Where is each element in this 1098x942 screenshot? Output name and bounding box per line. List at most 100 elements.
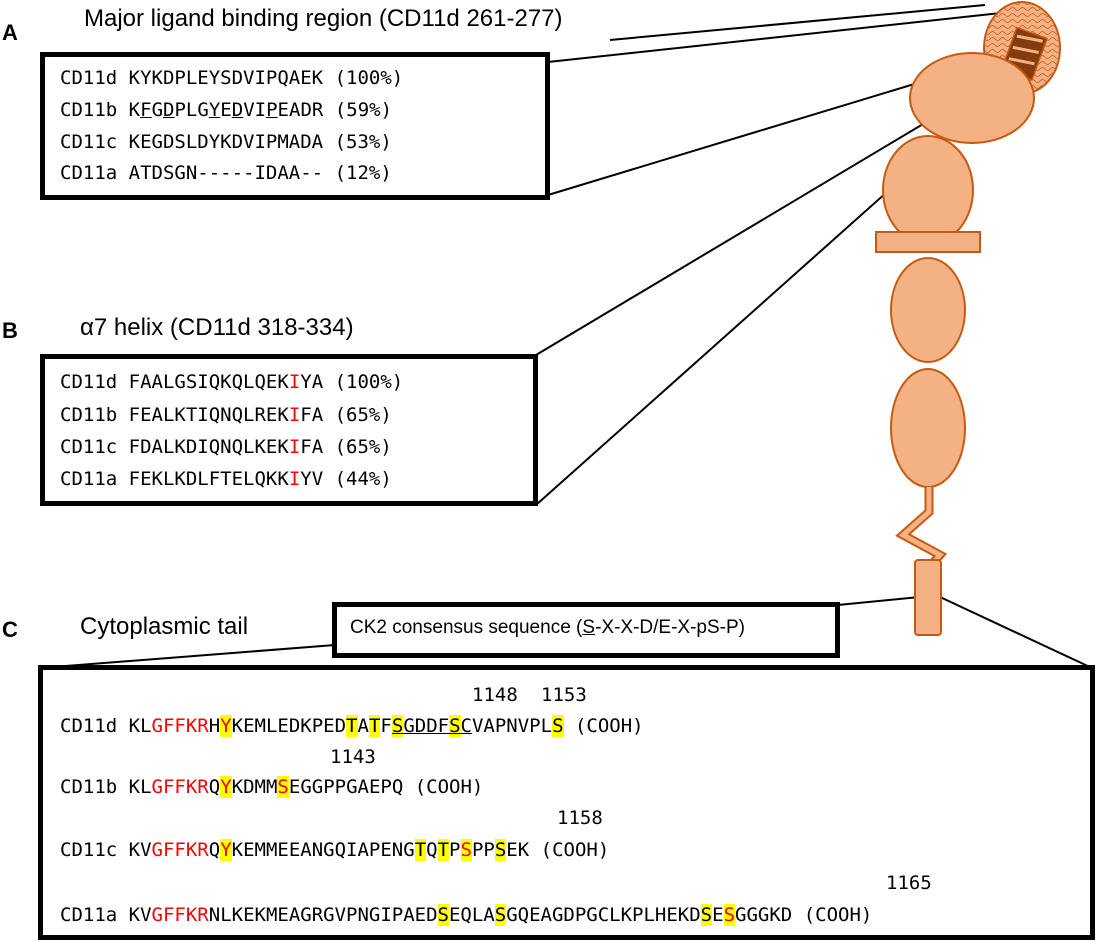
sequence: ATDSGN-----IDAA-- (128, 162, 324, 184)
protein-name: CD11a (60, 904, 118, 926)
sequence: KFGDPLGYEDVIPEADR (129, 99, 324, 121)
position-number-1143: 1143 (330, 746, 376, 768)
panel-b-heading: α7 helix (CD11d 318-334) (80, 314, 354, 341)
residue: D (231, 99, 244, 121)
position-number-1153: 1153 (541, 684, 587, 706)
identity-percent: (65%) (334, 436, 392, 458)
residue: E (277, 99, 289, 121)
protein-name: CD11b (60, 776, 118, 798)
identity-percent: (100%) (334, 67, 404, 89)
protein-name: CD11d (60, 715, 118, 737)
calf-1-domain (890, 257, 966, 363)
sequence-segment: S (437, 904, 449, 926)
identity-percent: (65%) (334, 404, 392, 426)
residue: Y (208, 99, 221, 121)
sequence-pre: FEALKTIQNQLREK (128, 404, 289, 426)
sequence-segment: KV (128, 839, 152, 861)
ck2-consensus-label: CK2 consensus sequence (S-X-X-D/E-X-pS-P… (350, 617, 745, 638)
identity-percent: (53%) (334, 131, 392, 153)
sequence-pre: FAALGSIQKQLQEK (128, 371, 289, 393)
ck2-consensus-box (332, 602, 840, 658)
panel-b-row-cd11b: CD11b FEALKTIQNQLREKIFA (65%) (60, 403, 392, 427)
genu (875, 231, 981, 253)
sequence-segment: VAPNVPL (471, 715, 553, 737)
integrin-cartoon (875, 1, 1061, 636)
panel-c-row-cd11a: CD11a KVGFFKRNLKEKMEAGRGVPNGIPAEDSEQLASG… (60, 903, 872, 927)
sequence-segment: KEMLEDKPED (231, 715, 347, 737)
cooh-terminus: (COOH) (540, 839, 610, 861)
protein-name: CD11c (60, 436, 118, 458)
connector-line-c-right (939, 596, 1093, 669)
conserved-isoleucine: I (288, 371, 301, 393)
sequence-segment: PP (471, 839, 495, 861)
panel-b-row-cd11c: CD11c FDALKDIQNQLKEKIFA (65%) (60, 435, 392, 459)
sequence-segment: KV (128, 904, 152, 926)
cooh-terminus: (COOH) (574, 715, 644, 737)
panel-c-row-cd11d: CD11d KLGFFKRHYKEMLEDKPEDTATFSGDDFSCVAPN… (60, 714, 644, 738)
sequence-segment: T (437, 839, 450, 861)
panel-a-row-cd11b: CD11b KFGDPLGYEDVIPEADR (59%) (60, 98, 392, 122)
position-number-1165: 1165 (886, 872, 932, 894)
sequence-segment: GFFKR (151, 776, 209, 798)
sequence-segment: S (277, 776, 289, 798)
sequence-segment: S (552, 715, 564, 737)
sequence-segment: Y (220, 776, 232, 798)
protein-name: CD11c (60, 839, 118, 861)
panel-c-row-cd11b: CD11b KLGFFKRQYKDMMSEGGPPGAEPQ (COOH) (60, 775, 483, 799)
panel-c-box (38, 665, 1095, 940)
sequence-segment: EK (506, 839, 530, 861)
cooh-terminus: (COOH) (803, 904, 873, 926)
conserved-isoleucine: I (288, 468, 301, 490)
panel-a-row-cd11a: CD11a ATDSGN-----IDAA-- (12%) (60, 161, 392, 185)
protein-name: CD11d (60, 67, 118, 89)
panel-b-row-cd11d: CD11d FAALGSIQKQLQEKIYA (100%) (60, 370, 403, 394)
sequence-segment: GFFKR (151, 904, 209, 926)
sequence-segment: T (368, 715, 381, 737)
sequence-segment: T (346, 715, 358, 737)
residue: D (163, 99, 175, 121)
sequence-segment: S (449, 715, 461, 737)
residue: A (289, 99, 301, 121)
sequence: KEGDSLDYKDVIPMADA (128, 131, 324, 153)
conserved-isoleucine: I (288, 436, 301, 458)
protein-name: CD11c (60, 131, 118, 153)
sequence-post: FA (300, 436, 324, 458)
sequence-segment: P (449, 839, 461, 861)
position-number-1148: 1148 (472, 684, 518, 706)
sequence-segment: S (460, 839, 472, 861)
identity-percent: (100%) (334, 371, 404, 393)
panel-letter-a: A (2, 20, 18, 45)
sequence-segment: KEMMEEANGQIAPENG (231, 839, 415, 861)
propeller-domain (909, 52, 1035, 144)
sequence-segment: T (414, 839, 427, 861)
sequence-segment: KL (128, 776, 152, 798)
connector-line-a-top (609, 4, 986, 41)
panel-c-heading: Cytoplasmic tail (80, 613, 249, 640)
panel-a-heading: Major ligand binding region (CD11d 261-2… (84, 5, 563, 32)
sequence-segment: EGGPPGAEPQ (288, 776, 404, 798)
sequence-segment: S (391, 715, 404, 737)
sequence-segment: H (208, 715, 221, 737)
sequence-segment: Q (208, 776, 221, 798)
sequence-pre: FEKLKDLFTELQKK (128, 468, 289, 490)
residue: P (266, 99, 278, 121)
sequence: KYKDPLEYSDVIPQAEK (128, 67, 324, 89)
panel-b-box (40, 354, 538, 506)
cooh-terminus: (COOH) (414, 776, 484, 798)
protein-name: CD11a (60, 468, 118, 490)
sequence-segment: KL (128, 715, 152, 737)
protein-name: CD11b (60, 99, 118, 121)
conserved-isoleucine: I (288, 404, 301, 426)
sequence-segment: S (723, 904, 736, 926)
residue: F (140, 99, 152, 121)
protein-name: CD11d (60, 371, 118, 393)
connector-line-a-upper (547, 11, 1011, 63)
sequence-segment: S (494, 839, 507, 861)
sequence-segment: Y (220, 715, 232, 737)
thigh-domain (882, 135, 974, 245)
sequence-segment: Q (208, 839, 221, 861)
sequence-segment: E (712, 904, 724, 926)
sequence-post: YV (300, 468, 324, 490)
sequence-pre: FDALKDIQNQLKEK (128, 436, 289, 458)
